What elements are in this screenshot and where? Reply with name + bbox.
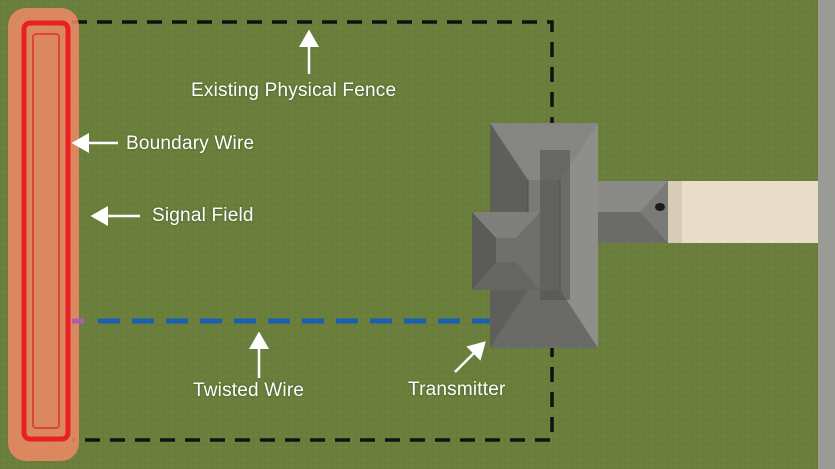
fence-label: Existing Physical Fence [191, 80, 397, 101]
house [472, 123, 668, 348]
street-edge [818, 0, 835, 469]
signal-field-label: Signal Field [152, 205, 254, 226]
driveway-shade [668, 181, 682, 243]
boundary-wire-label: Boundary Wire [126, 133, 255, 154]
twisted-wire-label: Twisted Wire [193, 380, 305, 401]
boundary-wire-inner [32, 33, 60, 429]
transmitter-label: Transmitter [408, 379, 506, 400]
transmitter-arrow-icon [454, 341, 486, 373]
boundary-wire [21, 20, 71, 442]
driveway [668, 181, 818, 243]
